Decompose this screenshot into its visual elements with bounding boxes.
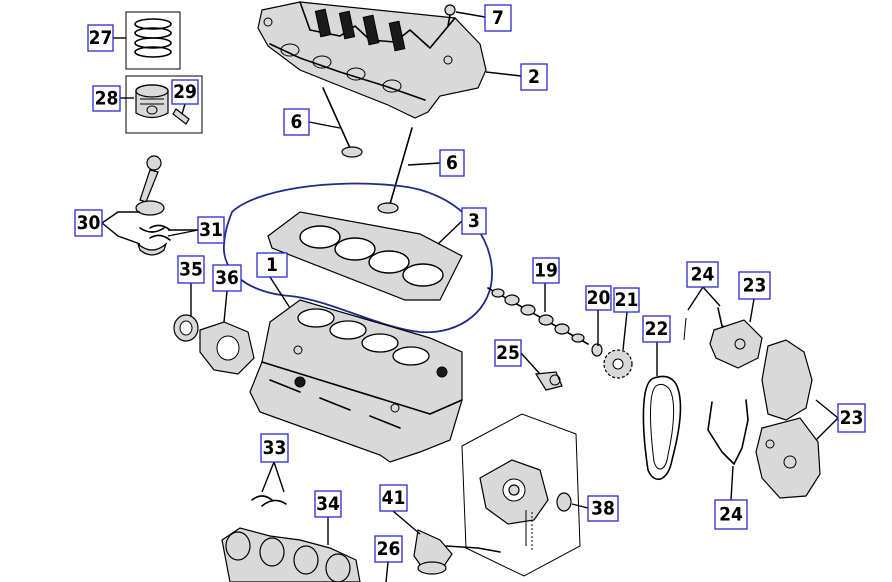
callout-23-upper-label: 23 [743, 275, 767, 297]
callout-19-label: 19 [534, 260, 558, 282]
callout-23-upper: 23 [738, 271, 771, 300]
callout-2: 2 [520, 63, 548, 91]
callout-6-upper: 6 [283, 108, 310, 136]
callout-26-label: 26 [377, 538, 401, 560]
callout-23-lower: 23 [837, 403, 866, 433]
seal-cover-drawing [199, 321, 255, 375]
callout-21-label: 21 [615, 289, 639, 311]
callout-2-label: 2 [528, 66, 540, 88]
callout-6-lower: 6 [439, 149, 465, 177]
camshaft-pulley-drawing [603, 349, 633, 379]
callout-24-lower-label: 24 [719, 504, 743, 526]
callout-33-label: 33 [263, 437, 287, 459]
oil-strainer-drawing [413, 529, 501, 575]
camshaft-seal-drawing [591, 343, 603, 357]
callout-41-label: 41 [382, 487, 406, 509]
callout-26: 26 [374, 535, 403, 563]
callout-36: 36 [212, 264, 242, 292]
callout-22-label: 22 [645, 318, 669, 340]
head-bolt-drawing [444, 4, 456, 27]
callout-25: 25 [494, 339, 522, 367]
callout-20-label: 20 [587, 287, 611, 309]
oil-pump-assembly-drawing [461, 413, 581, 577]
piston-rings-drawing [125, 11, 181, 70]
callout-1-label: 1 [266, 254, 278, 276]
callout-6-lower-label: 6 [446, 152, 458, 174]
callout-41: 41 [379, 484, 408, 512]
callout-19: 19 [532, 257, 560, 284]
callout-31: 31 [197, 216, 225, 244]
callout-36-label: 36 [215, 267, 239, 289]
lower-timing-cover-drawing [755, 417, 821, 499]
callout-20: 20 [585, 285, 612, 311]
callout-34: 34 [314, 490, 342, 518]
callout-7: 7 [484, 4, 512, 32]
callout-38: 38 [587, 495, 619, 522]
callout-24-lower: 24 [714, 499, 748, 530]
intake-valve-drawing [322, 87, 363, 158]
leader-lines [101, 11, 839, 582]
gasket-highlight-loop [223, 182, 493, 334]
callout-22: 22 [642, 315, 671, 343]
callout-3-label: 3 [468, 210, 480, 232]
callout-1: 1 [256, 252, 288, 278]
callout-6-upper-label: 6 [291, 111, 303, 133]
connecting-rod-drawing [135, 155, 171, 256]
timing-cover-top-drawing [761, 339, 813, 421]
callout-27: 27 [87, 24, 114, 52]
timing-belt-drawing [642, 375, 682, 481]
crankshaft-drawing [221, 527, 361, 582]
callout-21: 21 [613, 287, 640, 313]
camshaft-drawing [487, 287, 589, 345]
callout-35-label: 35 [179, 259, 203, 281]
callout-7-label: 7 [492, 7, 504, 29]
cylinder-head-drawing [257, 1, 487, 119]
callout-23-lower-label: 23 [840, 407, 864, 429]
callout-28: 28 [92, 85, 121, 112]
callout-25-label: 25 [496, 342, 520, 364]
callout-30-label: 30 [77, 212, 101, 234]
engine-block-drawing [249, 299, 463, 463]
callout-29: 29 [171, 79, 199, 105]
callout-33: 33 [260, 433, 289, 463]
sensor-drawing [534, 371, 563, 391]
callout-3: 3 [461, 207, 487, 235]
timing-belt-inner-drawing [650, 383, 675, 470]
upper-timing-cover-drawing [709, 319, 763, 369]
callout-28-label: 28 [95, 88, 119, 110]
callout-27-label: 27 [89, 27, 113, 49]
main-bearings-drawing [251, 495, 287, 507]
callout-34-label: 34 [316, 493, 340, 515]
exhaust-valve-drawing [377, 127, 413, 214]
head-gasket-drawing [267, 211, 463, 301]
callout-38-label: 38 [591, 498, 615, 520]
pump-seal-drawing [556, 492, 572, 512]
callout-24-upper: 24 [686, 261, 719, 288]
piston-drawing [125, 75, 203, 134]
callout-30: 30 [74, 209, 103, 237]
callout-24-upper-label: 24 [691, 264, 715, 286]
callout-35: 35 [177, 255, 205, 284]
callout-29-label: 29 [173, 81, 197, 103]
callout-31-label: 31 [199, 219, 223, 241]
oil-seal-drawing [173, 314, 199, 342]
